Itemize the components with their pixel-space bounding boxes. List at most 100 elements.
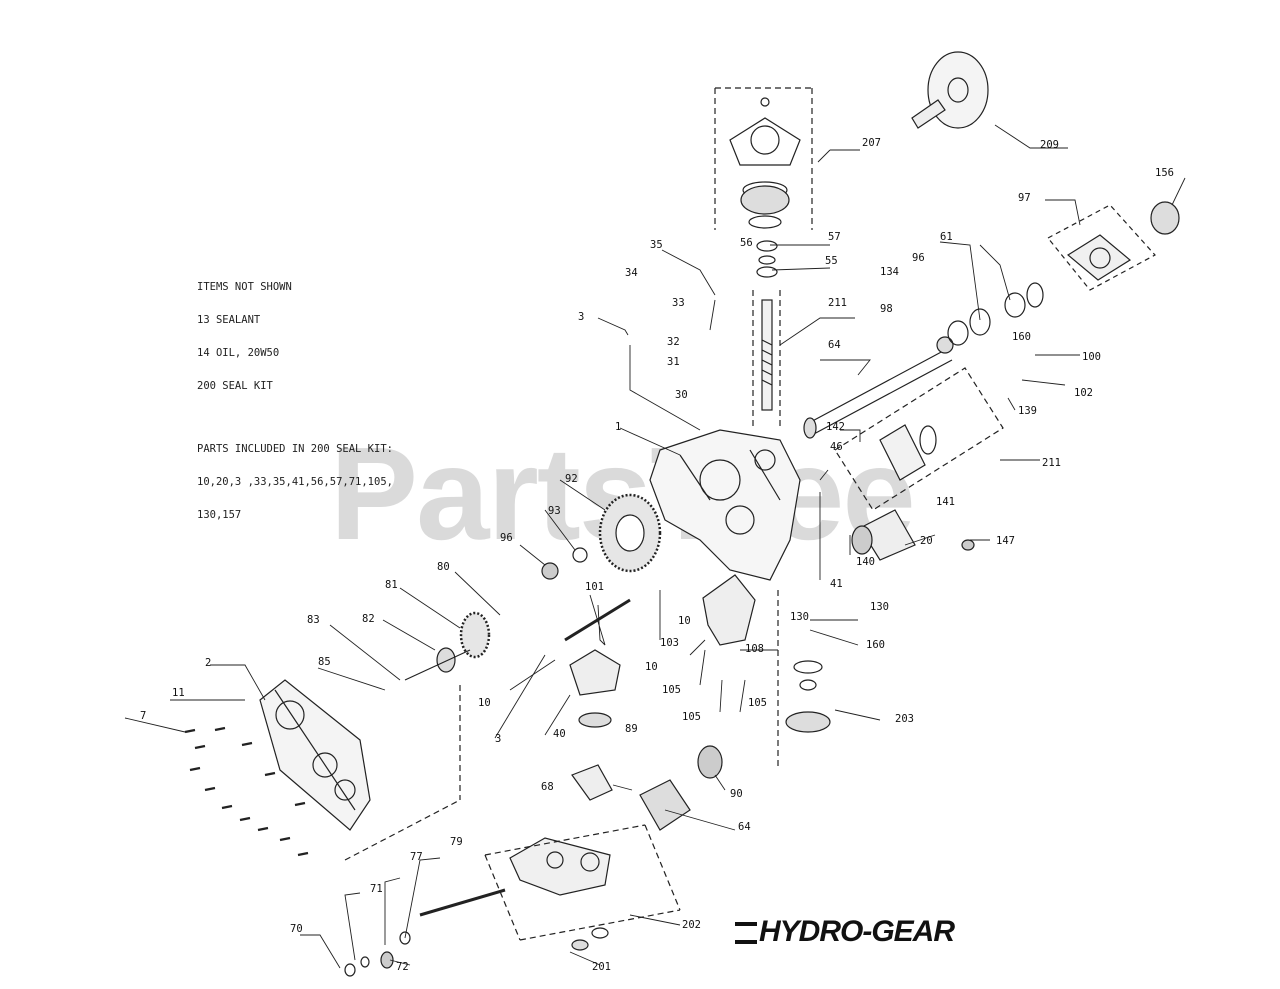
part-label: 209	[1040, 139, 1059, 151]
cylinder-block	[851, 509, 916, 561]
note-line: 10,20,3 ,33,35,41,56,57,71,105,	[197, 476, 393, 488]
part-label: 140	[856, 556, 875, 568]
part-label: 79	[450, 836, 463, 848]
part-label: 61	[940, 231, 953, 243]
part-label: 1	[615, 421, 621, 433]
logo-text: HYDRO-GEAR	[759, 915, 955, 948]
center-block	[569, 649, 621, 728]
part-number-labels: 207 209 156 97 61 57 56 55 96 134 35 34 …	[140, 137, 1174, 973]
part-label: 81	[385, 579, 398, 591]
note-line: 14 OIL, 20W50	[197, 347, 280, 359]
part-label: 160	[866, 639, 885, 651]
center-section	[419, 824, 681, 951]
side-cover	[259, 679, 371, 831]
part-label: 35	[650, 239, 663, 251]
part-label: 82	[362, 613, 375, 625]
part-label: 2	[205, 657, 211, 669]
pump-assembly	[571, 745, 723, 831]
small-parts-bottom	[344, 931, 411, 977]
note-line: 13 SEALANT	[197, 314, 261, 326]
part-label: 80	[437, 561, 450, 573]
hydro-gear-logo: HYDRO-GEAR	[735, 915, 955, 949]
part-label: 30	[675, 389, 688, 401]
part-label: 83	[307, 614, 320, 626]
axle	[803, 282, 1044, 439]
part-label: 97	[1018, 192, 1031, 204]
part-label: 20	[920, 535, 933, 547]
washer-92	[572, 547, 588, 563]
note-line: 130,157	[197, 509, 242, 521]
part-label: 211	[1042, 457, 1061, 469]
part-label: 55	[825, 255, 838, 267]
note-line: PARTS INCLUDED IN 200 SEAL KIT:	[197, 443, 393, 455]
part-label: 10	[645, 661, 658, 673]
part-label: 7	[140, 710, 146, 722]
items-not-shown-notes: ITEMS NOT SHOWN 13 SEALANT 14 OIL, 20W50…	[197, 260, 393, 532]
leader-lines	[124, 124, 1186, 969]
part-label: 103	[660, 637, 679, 649]
part-label: 41	[830, 578, 843, 590]
note-line: 200 SEAL KIT	[197, 380, 273, 392]
filter-housing	[702, 574, 831, 770]
part-label: 98	[880, 303, 893, 315]
part-label: 10	[678, 615, 691, 627]
part-label: 70	[290, 923, 303, 935]
part-label: 40	[553, 728, 566, 740]
gear-81	[404, 611, 491, 681]
part-label: 207	[862, 137, 881, 149]
part-label: 77	[410, 851, 423, 863]
part-label: 105	[682, 711, 701, 723]
control-bracket	[834, 367, 1004, 551]
bearing-93	[541, 562, 559, 580]
part-label: 96	[912, 252, 925, 264]
fan-assembly	[714, 87, 813, 230]
logo-mark-icon	[735, 922, 757, 945]
part-label: 89	[625, 723, 638, 735]
part-label: 211	[828, 297, 847, 309]
part-label: 64	[828, 339, 841, 351]
part-label: 11	[172, 687, 185, 699]
part-label: 203	[895, 713, 914, 725]
wheel-hub	[911, 51, 989, 129]
bolts	[184, 726, 309, 857]
part-label: 108	[745, 643, 764, 655]
part-label: 34	[625, 267, 638, 279]
part-label: 102	[1074, 387, 1093, 399]
part-label: 141	[936, 496, 955, 508]
part-label: 105	[748, 697, 767, 709]
part-label: 96	[500, 532, 513, 544]
part-label: 142	[826, 421, 845, 433]
part-label: 147	[996, 535, 1015, 547]
part-label: 134	[880, 266, 899, 278]
part-label: 3	[495, 733, 501, 745]
part-label: 156	[1155, 167, 1174, 179]
part-label: 92	[565, 473, 578, 485]
part-label: 68	[541, 781, 554, 793]
part-label: 3	[578, 311, 584, 323]
large-gear	[598, 493, 662, 573]
part-label: 139	[1018, 405, 1037, 417]
main-housing	[649, 429, 801, 581]
part-label: 101	[585, 581, 604, 593]
part-label: 130	[870, 601, 889, 613]
part-label: 72	[396, 961, 409, 973]
part-label: 32	[667, 336, 680, 348]
part-label: 31	[667, 356, 680, 368]
part-label: 64	[738, 821, 751, 833]
part-label: 71	[370, 883, 383, 895]
part-label: 105	[662, 684, 681, 696]
part-label: 33	[672, 297, 685, 309]
part-label: 46	[830, 441, 843, 453]
flange-hub	[1047, 201, 1180, 291]
part-label: 201	[592, 961, 611, 973]
part-label: 10	[478, 697, 491, 709]
part-label: 90	[730, 788, 743, 800]
part-label: 130	[790, 611, 809, 623]
assembly-guideline	[344, 685, 461, 861]
part-label: 56	[740, 237, 753, 249]
part-label: 93	[548, 505, 561, 517]
part-label: 85	[318, 656, 331, 668]
part-label: 160	[1012, 331, 1031, 343]
part-label: 202	[682, 919, 701, 931]
